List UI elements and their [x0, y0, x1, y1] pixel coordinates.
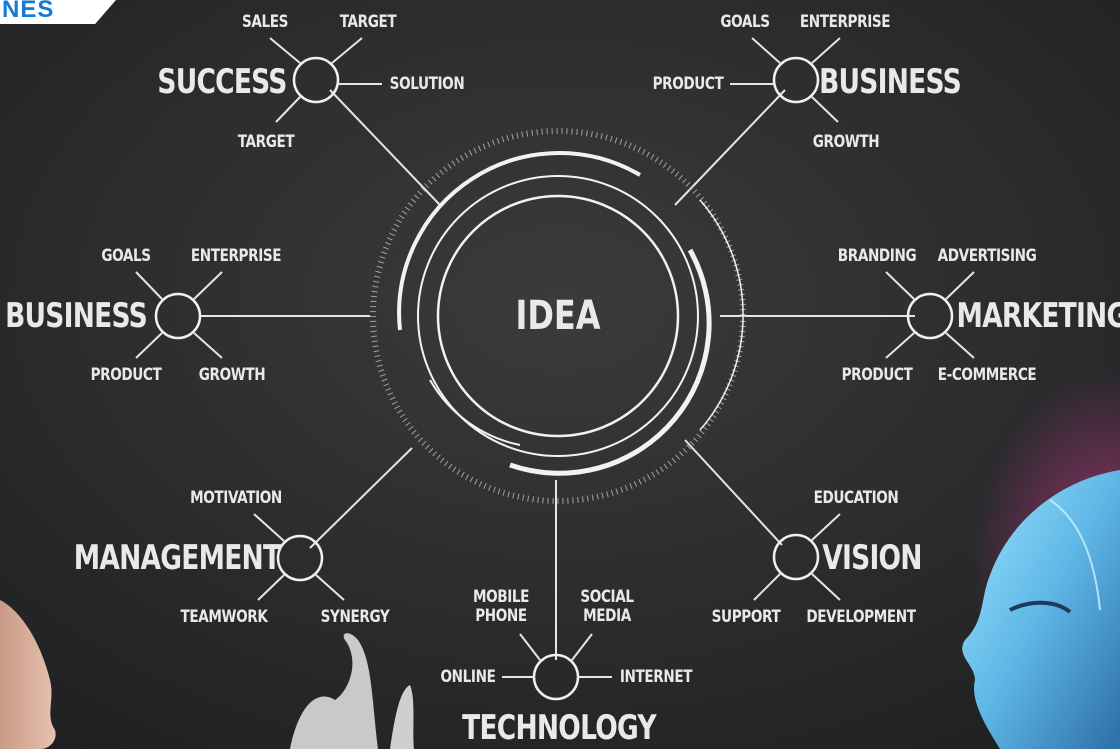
- idea-rings: [370, 128, 746, 504]
- vision-title: VISION: [822, 538, 922, 578]
- diagram-connectors: [200, 89, 915, 660]
- technology-social-media: SOCIAL MEDIA: [580, 587, 634, 626]
- technology-title: TECHNOLOGY: [462, 708, 656, 748]
- vision-development: DEVELOPMENT: [806, 607, 916, 627]
- success-target-top: TARGET: [339, 12, 397, 32]
- human-face: [0, 600, 56, 749]
- business-left-enterprise: ENTERPRISE: [190, 246, 282, 266]
- technology-internet: INTERNET: [619, 667, 693, 687]
- business-right-goals: GOALS: [720, 12, 770, 32]
- business-right-product: PRODUCT: [652, 74, 724, 94]
- robot-hand: [290, 633, 378, 749]
- marketing-title: MARKETING: [956, 296, 1120, 336]
- management-teamwork: TEAMWORK: [180, 607, 268, 627]
- marketing-ecommerce: E-COMMERCE: [937, 365, 1037, 385]
- success-solution: SOLUTION: [389, 74, 465, 94]
- robot-finger: [390, 685, 414, 749]
- management-synergy: SYNERGY: [320, 607, 390, 627]
- marketing-branding: BRANDING: [837, 246, 917, 266]
- robot-head: [962, 470, 1120, 749]
- robot-eye: [1009, 600, 1072, 614]
- business-left-growth: GROWTH: [198, 365, 266, 385]
- success-sales: SALES: [241, 12, 289, 32]
- brand-badge-text: NES: [2, 0, 55, 23]
- hub-spokes: [135, 37, 975, 678]
- management-title: MANAGEMENT: [73, 538, 281, 578]
- business-left-goals: GOALS: [101, 246, 151, 266]
- business-right-title: BUSINESS: [819, 62, 962, 102]
- business-right-enterprise: ENTERPRISE: [799, 12, 891, 32]
- technology-mobile-phone: MOBILE PHONE: [472, 587, 530, 626]
- business-left-title: BUSINESS: [5, 296, 148, 336]
- vision-support: SUPPORT: [711, 607, 781, 627]
- technology-online: ONLINE: [440, 667, 496, 687]
- management-motivation: MOTIVATION: [190, 488, 282, 508]
- business-right-growth: GROWTH: [812, 132, 880, 152]
- idea-label: IDEA: [515, 293, 601, 339]
- success-target-bottom: TARGET: [237, 132, 295, 152]
- marketing-advertising: ADVERTISING: [937, 246, 1037, 266]
- success-title: SUCCESS: [157, 62, 287, 102]
- vision-education: EDUCATION: [813, 488, 899, 508]
- brand-badge: NES: [0, 0, 116, 24]
- business-left-product: PRODUCT: [90, 365, 162, 385]
- marketing-product: PRODUCT: [841, 365, 913, 385]
